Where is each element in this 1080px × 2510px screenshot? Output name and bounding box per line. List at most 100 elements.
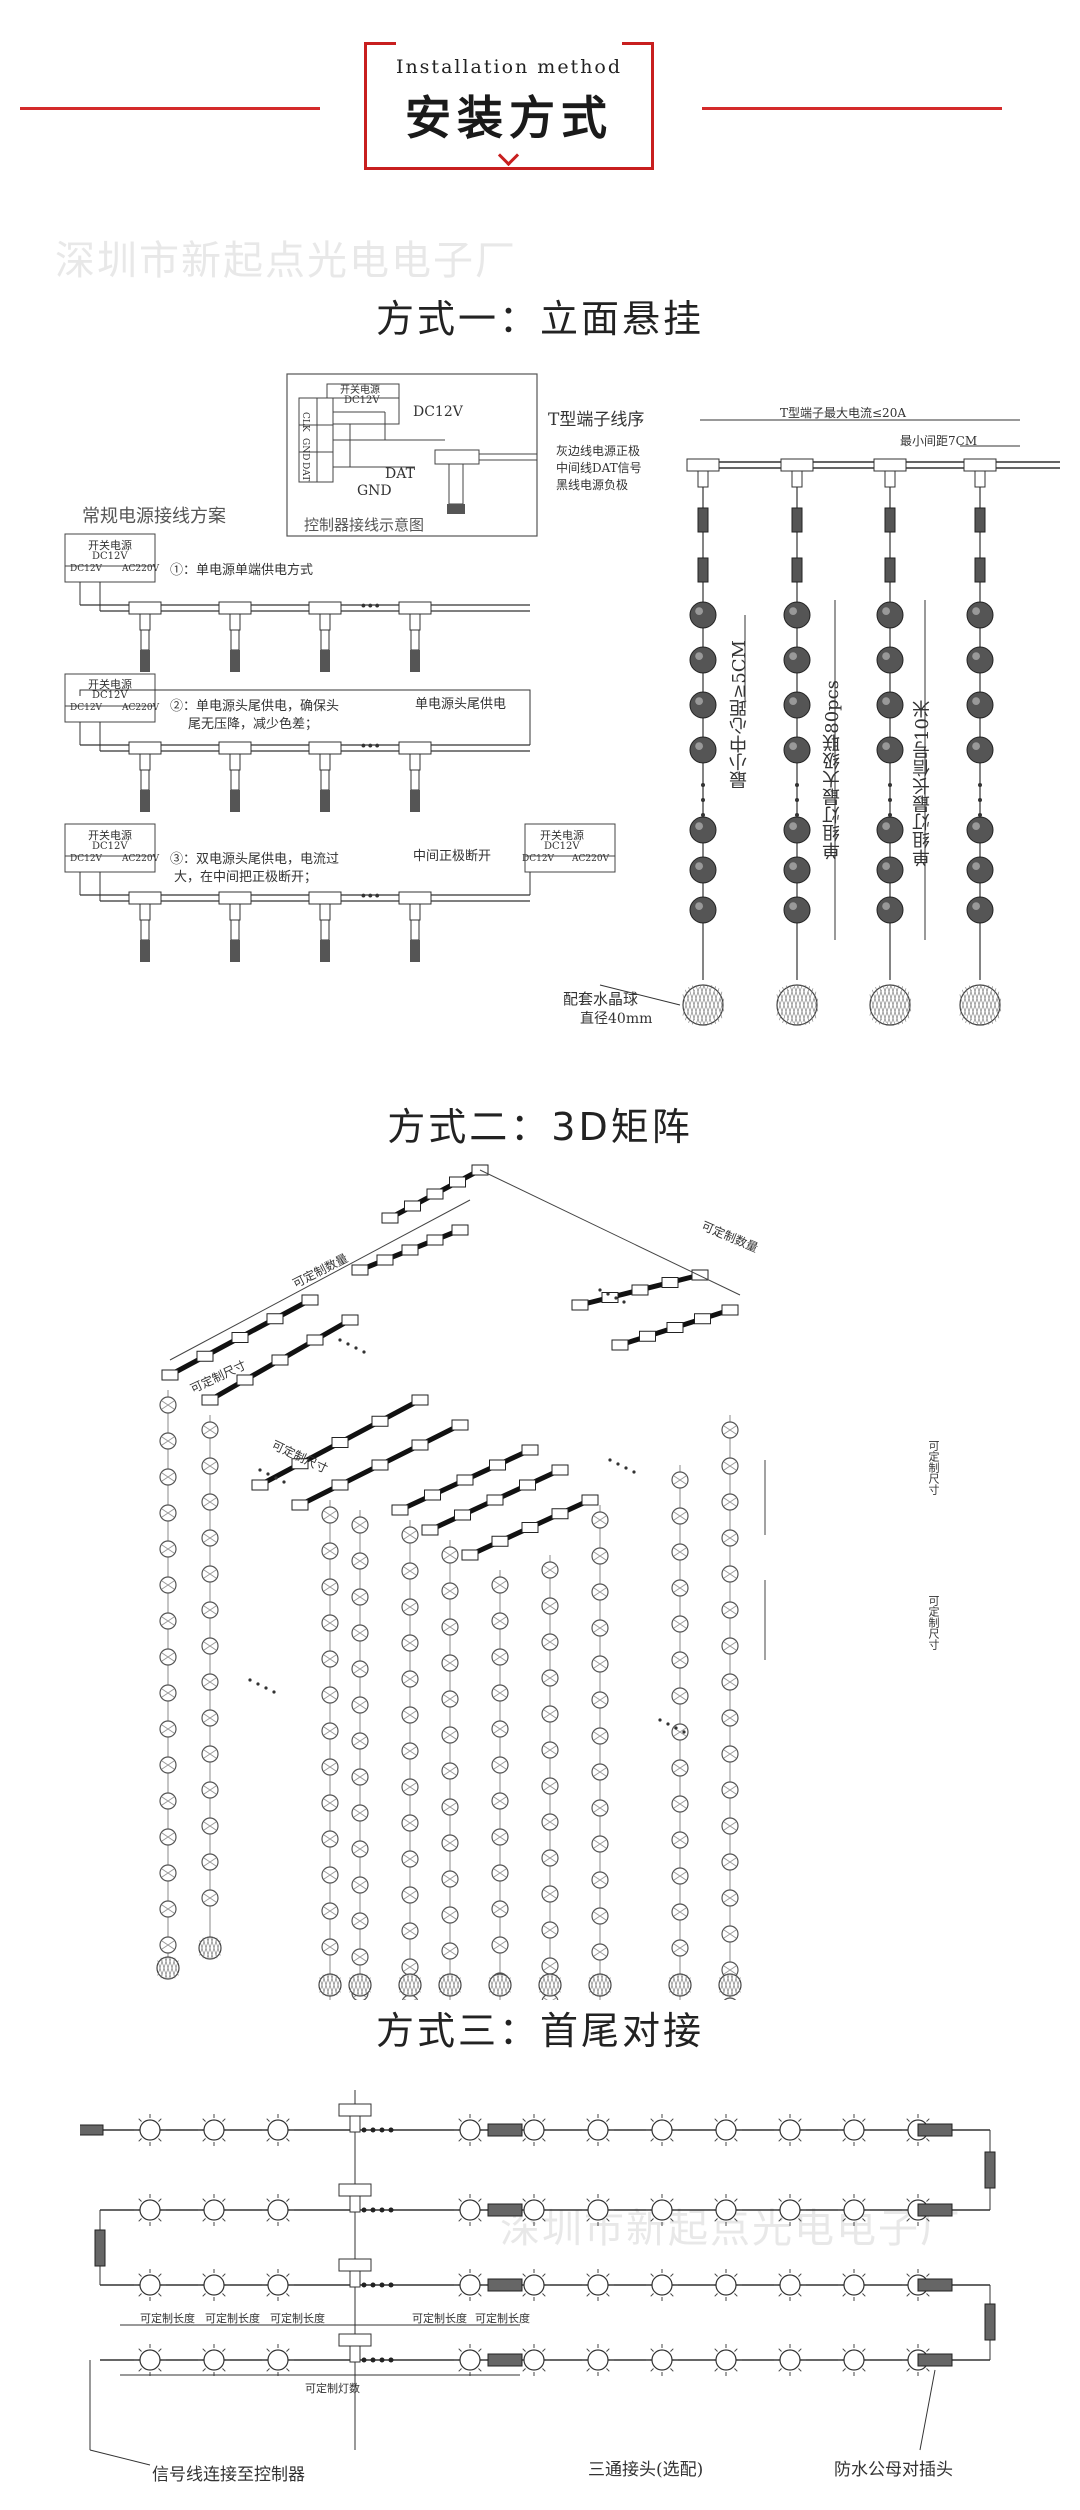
t-connector xyxy=(686,458,720,488)
connector xyxy=(697,557,709,583)
length-label: 可定制长度 xyxy=(475,2312,530,2325)
dots xyxy=(674,1726,678,1730)
t-connector xyxy=(398,891,432,921)
connector xyxy=(571,1299,589,1311)
psu-dc: DC12V xyxy=(522,854,555,864)
t-connector xyxy=(128,741,162,771)
matrix-label-size-3: 可定制尺寸 xyxy=(927,1440,940,1495)
connector xyxy=(884,557,896,583)
t-wire-min-gap: 最小间距7CM xyxy=(900,434,978,448)
led-node xyxy=(689,601,717,629)
dots xyxy=(379,2127,385,2133)
connector xyxy=(251,1479,269,1491)
crystal-ball xyxy=(318,1973,342,1997)
dots xyxy=(338,1338,342,1342)
header-line-right xyxy=(702,107,1002,110)
led-node xyxy=(876,736,904,764)
crystal-ball xyxy=(398,1973,422,1997)
dots xyxy=(622,1300,626,1304)
dots xyxy=(606,1292,610,1296)
connector xyxy=(581,1494,599,1506)
led-node xyxy=(646,2114,678,2146)
led-node xyxy=(876,856,904,884)
led-node xyxy=(198,2114,230,2146)
connector xyxy=(421,1524,439,1536)
t-connector xyxy=(308,741,342,771)
t-wire-line-negative: 黑线电源负极 xyxy=(556,478,629,492)
header-frame-corner xyxy=(364,42,396,45)
connector xyxy=(917,2123,953,2137)
crystal-ball xyxy=(156,1956,180,1980)
connector xyxy=(884,507,896,533)
led-node xyxy=(518,2114,550,2146)
led-node xyxy=(689,896,717,924)
led-node xyxy=(689,816,717,844)
t-connector xyxy=(218,601,252,631)
connector xyxy=(331,1479,349,1491)
t-connector xyxy=(780,458,814,488)
controller-gnd-label: GND xyxy=(357,483,392,499)
header-en-title: Installation method xyxy=(395,56,623,78)
dots xyxy=(346,1342,350,1346)
led-node xyxy=(966,601,994,629)
led-node xyxy=(876,646,904,674)
psu-dc: DC12V xyxy=(70,564,103,574)
dots xyxy=(361,2207,367,2213)
dots xyxy=(388,2207,394,2213)
connector xyxy=(404,1200,421,1212)
connector xyxy=(917,2278,953,2292)
t-connector xyxy=(308,601,342,631)
section2-title: 方式二：3D矩阵 xyxy=(387,1105,693,1149)
led-node xyxy=(876,691,904,719)
connector xyxy=(411,1394,429,1406)
psu-name: 开关电源 xyxy=(88,829,132,842)
connector xyxy=(451,1224,469,1236)
led-node xyxy=(783,816,811,844)
psu-ac: AC220V xyxy=(572,854,610,864)
led-node xyxy=(966,896,994,924)
led-node xyxy=(262,2114,294,2146)
section3-title: 方式三：首尾对接 xyxy=(375,2009,704,2053)
scheme3-text-b: 大，在中间把正极断开； xyxy=(174,870,318,885)
dots xyxy=(632,1470,636,1474)
scheme3-text-a: ③：双电源头尾供电，电流过 xyxy=(170,852,340,867)
matrix-label-size-4: 可定制尺寸 xyxy=(927,1595,940,1650)
led-node xyxy=(838,2269,870,2301)
connector xyxy=(426,1188,444,1200)
connector xyxy=(424,1489,441,1501)
psu-box xyxy=(64,673,156,723)
connector xyxy=(454,1509,471,1521)
led-node xyxy=(966,816,994,844)
led-node xyxy=(454,2194,486,2226)
length-label: 可定制长度 xyxy=(205,2312,260,2325)
led-node xyxy=(966,691,994,719)
led-node xyxy=(723,1997,737,2000)
length-label: 可定制长度 xyxy=(140,2312,195,2325)
t-connector xyxy=(338,2258,372,2288)
led-node xyxy=(646,2344,678,2376)
t-connector xyxy=(398,601,432,631)
crystal-ball xyxy=(438,1973,462,1997)
controller-caption: 控制器接线示意图 xyxy=(304,516,425,534)
t-connector xyxy=(338,2183,372,2213)
led-node xyxy=(783,646,811,674)
led-node xyxy=(582,2194,614,2226)
led-node xyxy=(198,2344,230,2376)
crystal-ball xyxy=(959,984,1002,1026)
dots xyxy=(354,1346,358,1350)
connector xyxy=(331,1437,349,1448)
crystal-ball xyxy=(718,1973,742,1997)
connector xyxy=(974,507,986,533)
psu-volt: DC12V xyxy=(92,690,128,701)
connector xyxy=(271,1354,289,1366)
connector xyxy=(80,2124,104,2136)
return-wire xyxy=(79,689,531,745)
psu-box xyxy=(524,823,616,873)
t-connector xyxy=(338,2333,372,2363)
led-node xyxy=(689,736,717,764)
connector xyxy=(631,1284,649,1296)
dots xyxy=(379,2282,385,2288)
led-node xyxy=(198,2194,230,2226)
connector xyxy=(491,1535,509,1547)
header-frame xyxy=(364,42,654,170)
